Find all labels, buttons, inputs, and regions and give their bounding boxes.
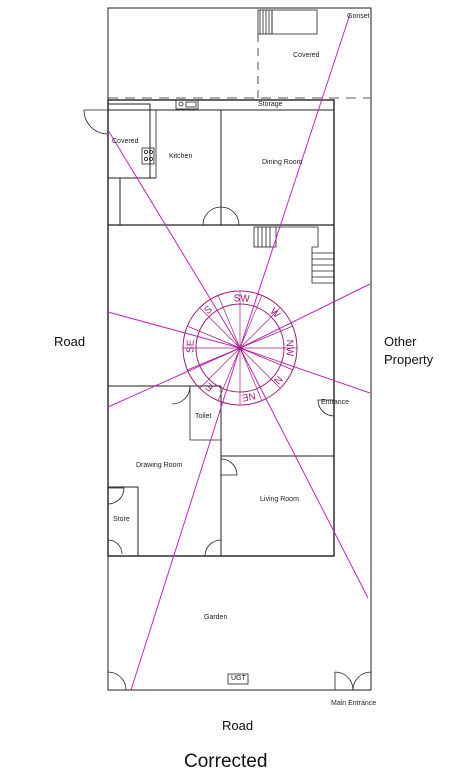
caption: Corrected [184, 751, 268, 772]
living-room-label: Living Room [260, 496, 299, 503]
toilet-label: Toilet [195, 413, 212, 420]
compass-label-sw: SW [233, 293, 250, 305]
dining-room-label: Dining Room [262, 159, 303, 166]
garden-label: Garden [204, 614, 228, 621]
road-bottom-label: Road [222, 718, 254, 733]
compass-label-nw: NW [284, 340, 295, 357]
top-stairs [257, 9, 318, 35]
compass-rose [182, 290, 298, 406]
store-label: Store [113, 516, 130, 523]
ugt-label: UGT [231, 675, 246, 682]
covered-left-label: Covered [112, 138, 139, 145]
compass-label-e: E [204, 380, 216, 393]
storage-label: Storage [258, 101, 283, 108]
compass-label-ne: NE [240, 390, 256, 403]
ugt-box [227, 673, 249, 685]
main-entrance-label: Main Entrance [331, 700, 377, 707]
sink-icon [141, 147, 155, 165]
other-property-line1: Other [384, 334, 417, 349]
compass-label-se: SE [185, 339, 196, 353]
kitchen-label: Kitchen [169, 153, 193, 160]
compass-label-s: S [202, 304, 214, 317]
direction-lines [107, 13, 371, 691]
stove-icon [175, 99, 199, 110]
entrance-label: Entrance [321, 399, 350, 406]
drawing-room-label: Drawing Room [136, 462, 183, 469]
compass-label-n: N [271, 373, 284, 386]
gonset-label: Gonset [347, 13, 370, 20]
other-property-line2: Property [384, 352, 434, 367]
dining-stairs [253, 226, 334, 284]
house-walls [107, 99, 335, 557]
road-left-label: Road [54, 334, 86, 349]
covered-top-label: Covered [293, 52, 320, 59]
door-swings [83, 109, 372, 691]
